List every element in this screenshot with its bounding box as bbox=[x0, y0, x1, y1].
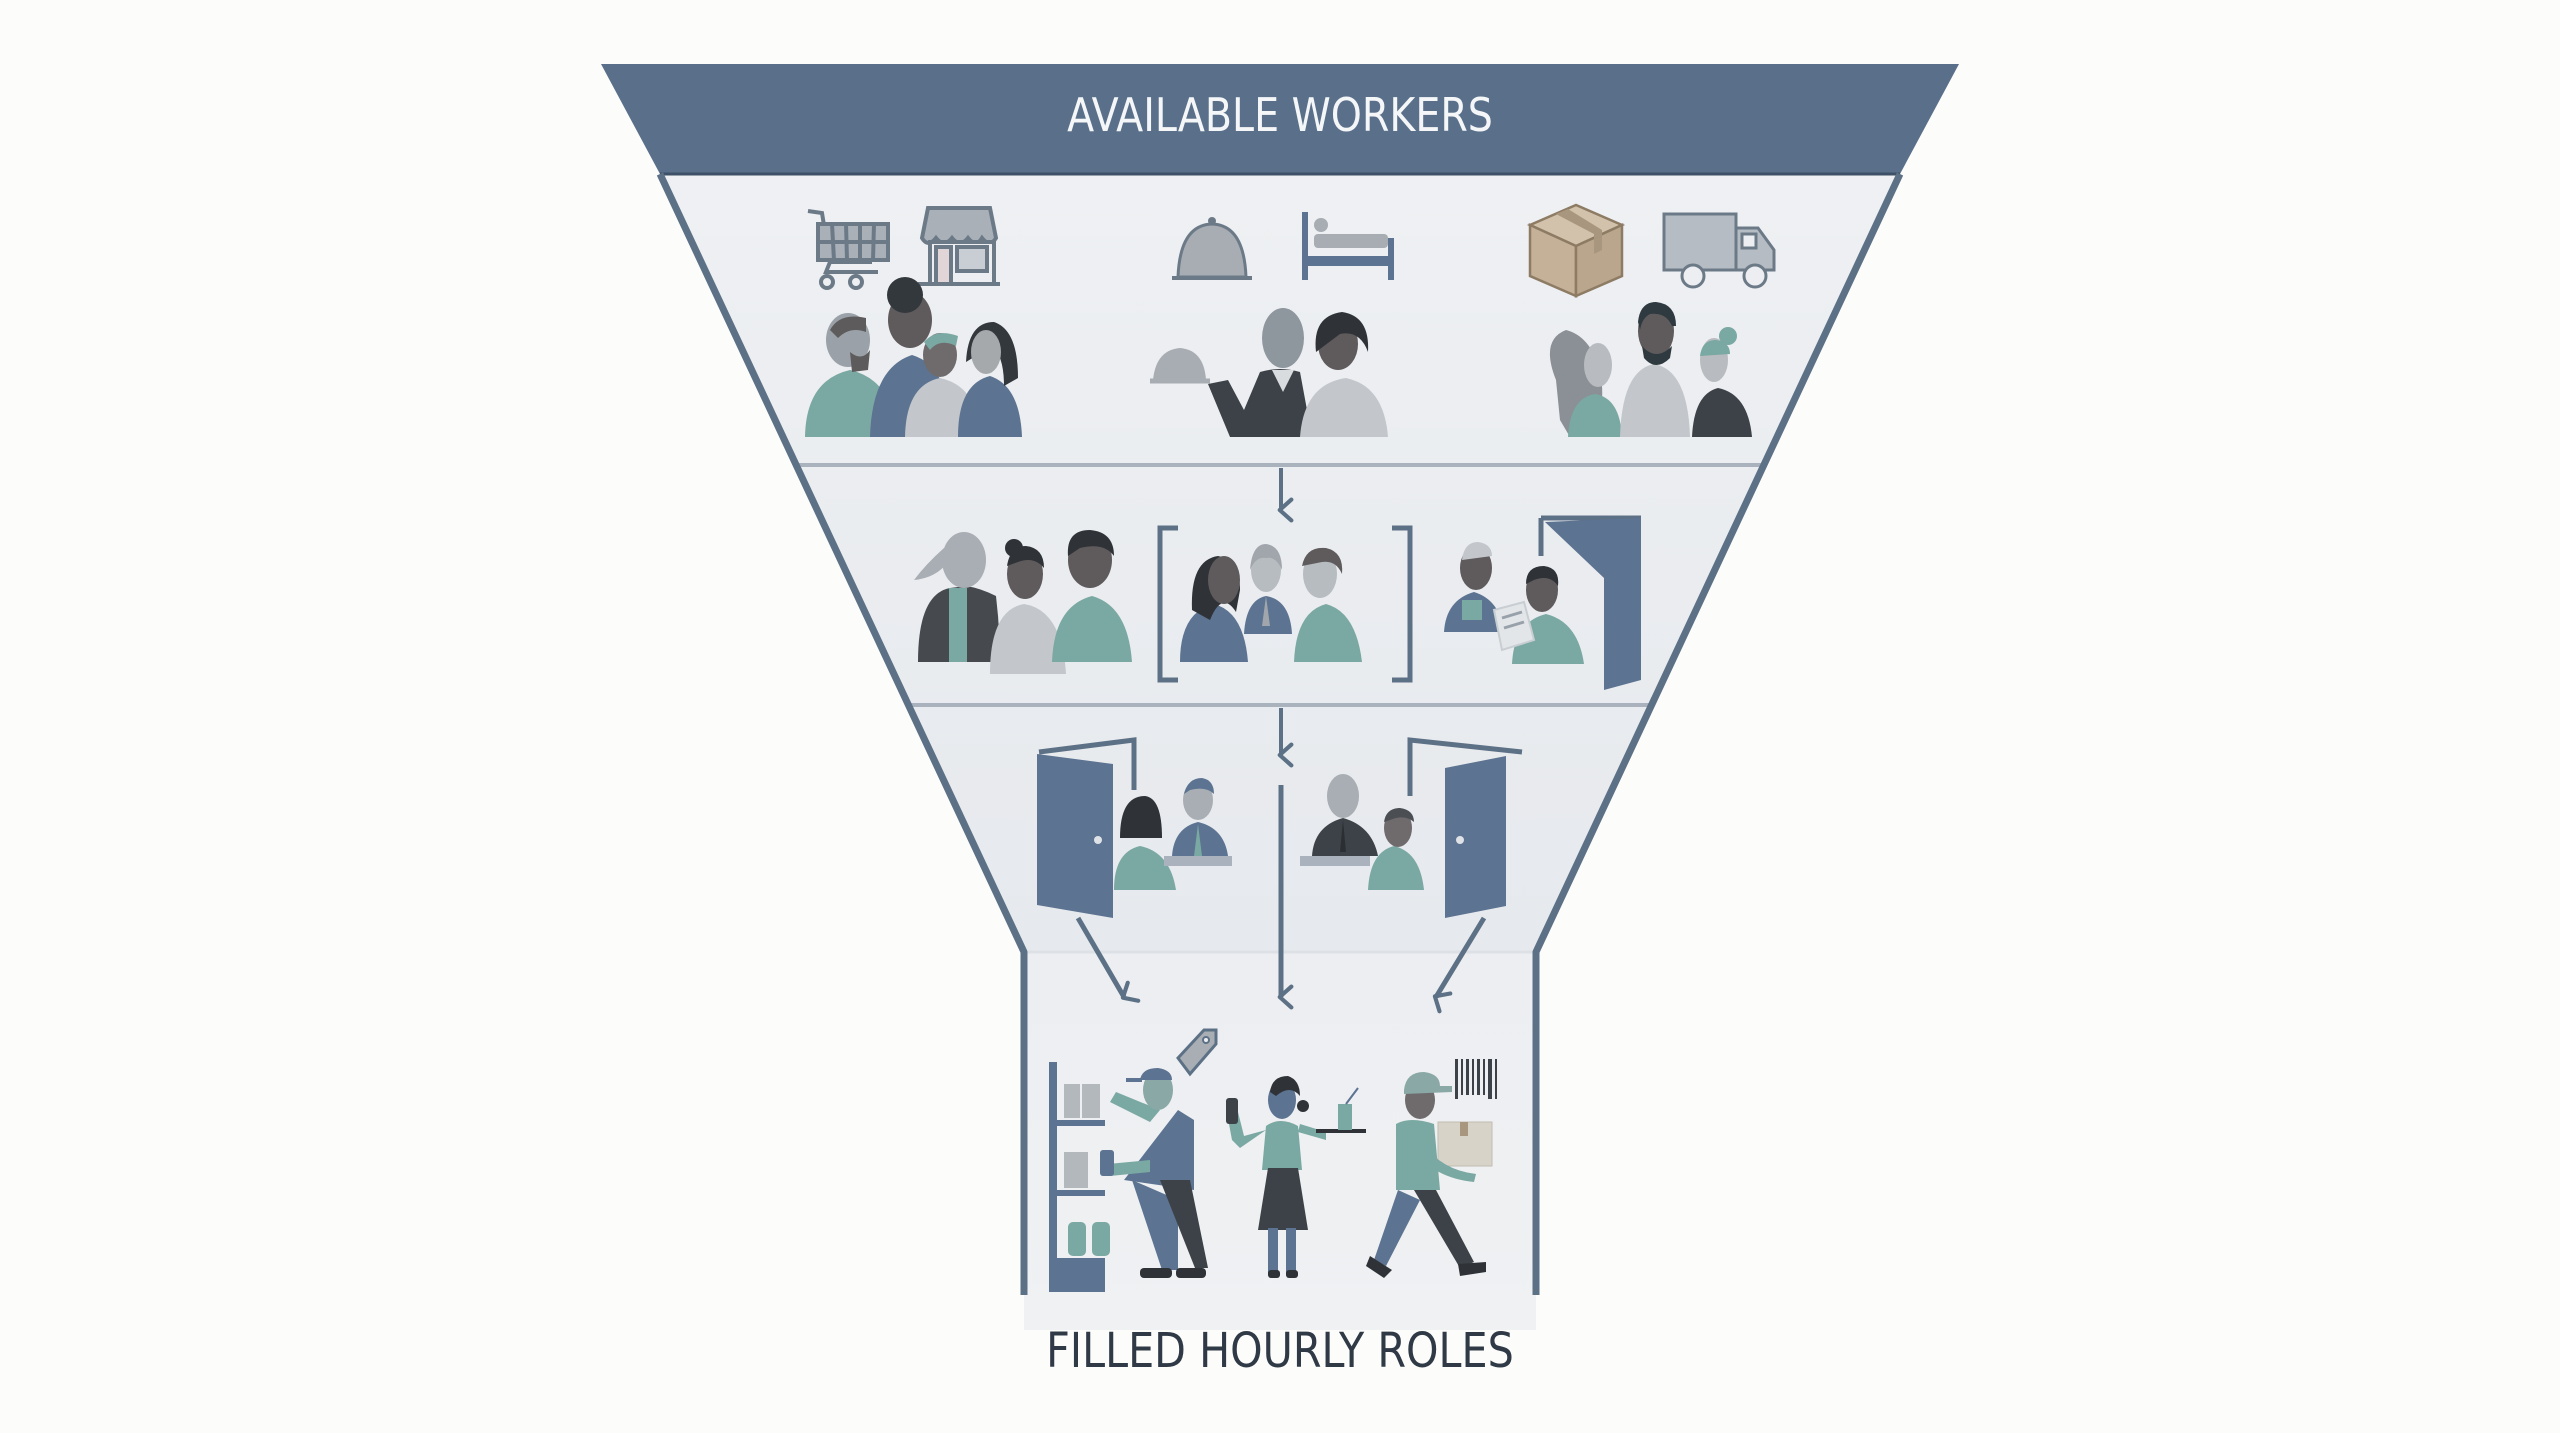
header-band bbox=[601, 64, 1959, 174]
funnel-top-label: AVAILABLE WORKERS bbox=[1067, 88, 1493, 142]
logistics-worker-group bbox=[1549, 302, 1752, 437]
delivery-worker bbox=[1366, 1072, 1493, 1278]
funnel-right-edge bbox=[1532, 172, 1904, 1295]
open-door-icon bbox=[1538, 515, 1641, 690]
stage-1 bbox=[805, 203, 1776, 437]
retail-worker-group bbox=[805, 277, 1022, 437]
hotel-bed-icon bbox=[1302, 212, 1394, 280]
stage-2 bbox=[914, 468, 1641, 690]
interview-left bbox=[1037, 737, 1232, 918]
shopping-cart-icon bbox=[807, 209, 890, 290]
stage-4 bbox=[1049, 1028, 1497, 1292]
hospitality-worker-group bbox=[1150, 308, 1388, 437]
arrow-exit-right bbox=[1432, 916, 1487, 1014]
cardboard-box-icon bbox=[1526, 203, 1626, 298]
arrow-exit-left bbox=[1075, 916, 1141, 1003]
stock-clerk-worker bbox=[1100, 1068, 1208, 1278]
stage-3 bbox=[1037, 708, 1523, 1014]
stock-shelf bbox=[1049, 1062, 1110, 1292]
barcode-icon bbox=[1455, 1059, 1497, 1099]
interview-right bbox=[1300, 737, 1523, 918]
delivery-truck-icon bbox=[1662, 212, 1776, 289]
funnel-left-edge bbox=[656, 172, 1028, 1295]
door-left-icon bbox=[1037, 754, 1113, 918]
server-worker bbox=[1226, 1076, 1366, 1278]
applicant-group bbox=[914, 530, 1132, 674]
price-tag-icon bbox=[1176, 1028, 1218, 1077]
storefront-icon bbox=[918, 206, 1000, 286]
serving-cloche-icon bbox=[1172, 217, 1252, 280]
application-review-group bbox=[1444, 542, 1584, 664]
funnel-bottom-label: FILLED HOURLY ROLES bbox=[1046, 1323, 1514, 1379]
door-right-icon bbox=[1445, 756, 1506, 918]
shortlist-bracket bbox=[1157, 525, 1413, 683]
